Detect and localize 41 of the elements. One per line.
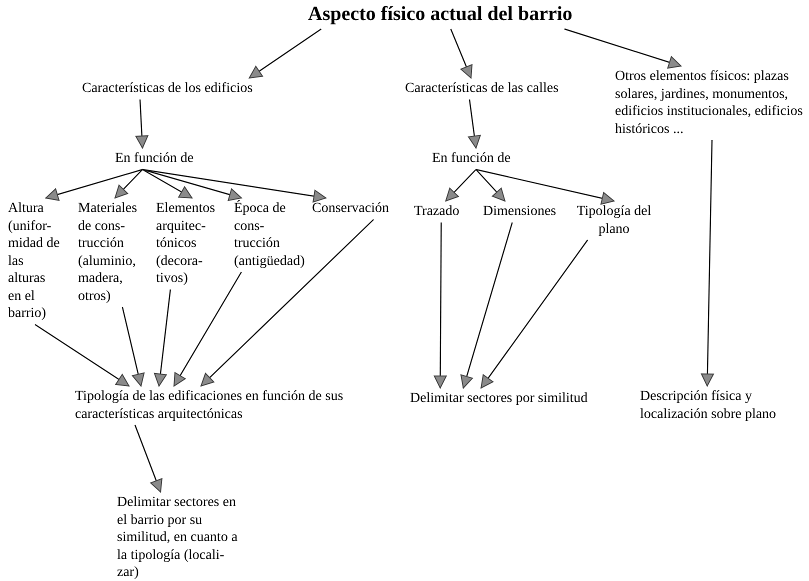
arrow xyxy=(135,99,148,148)
title-text: Aspecto físico actual del barrio xyxy=(308,2,572,27)
result-text: Tipología de las edificaciones en función de sus características arquitectónicas xyxy=(75,388,344,423)
arrow xyxy=(564,28,682,69)
factor-text: Conservación xyxy=(312,200,389,218)
arrow xyxy=(700,140,714,386)
factor-text: Altura (unifor- midad de las alturas en el barrio) xyxy=(8,200,61,322)
arrow xyxy=(45,168,143,201)
arrow xyxy=(445,169,476,202)
criterion-text: En función de xyxy=(432,150,511,168)
arrow xyxy=(476,169,506,202)
arrow xyxy=(434,222,447,388)
factor-text: Trazado xyxy=(414,203,460,220)
factor-text: Materiales de cons- trucción (aluminio, madera, otros) xyxy=(78,200,138,305)
arrow xyxy=(142,168,242,201)
arrow xyxy=(134,424,162,492)
arrow xyxy=(142,168,192,199)
arrow xyxy=(122,306,145,386)
arrow xyxy=(476,168,614,205)
arrow xyxy=(248,28,322,78)
arrow xyxy=(114,169,143,198)
arrow xyxy=(154,289,171,386)
factor-text: Tipología del plano xyxy=(576,203,652,238)
arrow xyxy=(34,324,130,386)
arrow xyxy=(460,222,513,388)
factor-text: Elementos arquitec- tónicos (decora- tivos) xyxy=(156,200,216,288)
result-text: Delimitar sectores por similitud xyxy=(410,390,588,408)
arrow xyxy=(173,272,242,386)
arrow xyxy=(450,28,472,78)
result-text: Delimitar sectores en el barrio por su similitud, en cuanto a la tipología (locali- zar) xyxy=(117,494,239,581)
factor-text: Época de cons- trucción (antigüedad) xyxy=(234,200,306,270)
result-text: Descripción física y localización sobre plano xyxy=(640,388,778,423)
category-text: Características de los edificios xyxy=(82,80,253,98)
category-text: Otros elementos físicos: plazas solares, jardines, monumentos, edificios institucionales, edificios históricos ... xyxy=(615,68,804,138)
criterion-text: En función de xyxy=(115,150,194,168)
arrow xyxy=(468,99,481,148)
arrow xyxy=(200,219,374,386)
factor-text: Dimensiones xyxy=(483,203,556,220)
arrow xyxy=(142,168,326,203)
arrow xyxy=(480,240,588,388)
category-text: Características de las calles xyxy=(405,80,559,98)
